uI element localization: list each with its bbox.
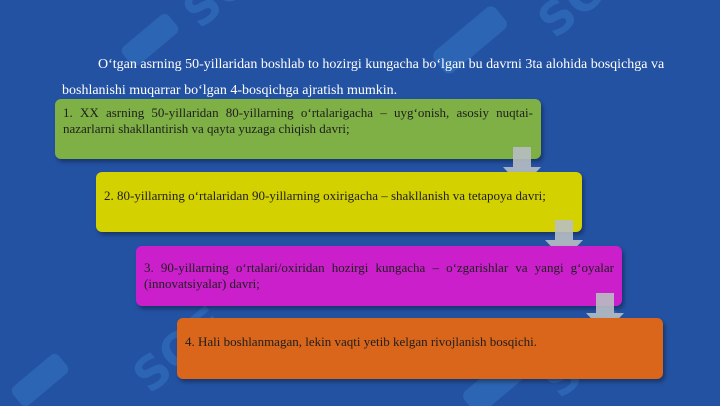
step-box-1: 1. XX asrning 50-yillaridan 80-yillarnin…: [55, 99, 541, 159]
step-box-2: 2. 80-yillarning o‘rtalaridan 90-yillarn…: [96, 172, 582, 232]
intro-paragraph: O‘tgan asrning 50-yillaridan boshlab to …: [62, 57, 665, 98]
svg-text:SOF: SOF: [527, 0, 641, 48]
step-box-3: 3. 90-yillarning o‘rtalari/oxiridan hozi…: [136, 246, 622, 306]
step-3-text: 3. 90-yillarning o‘rtalari/oxiridan hozi…: [144, 260, 614, 291]
svg-text:SOF: SOF: [172, 0, 286, 38]
step-box-4: 4. Hali boshlanmagan, lekin vaqti yetib …: [177, 318, 663, 379]
step-1-text: 1. XX asrning 50-yillaridan 80-yillarnin…: [63, 105, 533, 136]
step-4-text: 4. Hali boshlanmagan, lekin vaqti yetib …: [185, 334, 538, 349]
step-2-text: 2. 80-yillarning o‘rtalaridan 90-yillarn…: [104, 188, 546, 203]
